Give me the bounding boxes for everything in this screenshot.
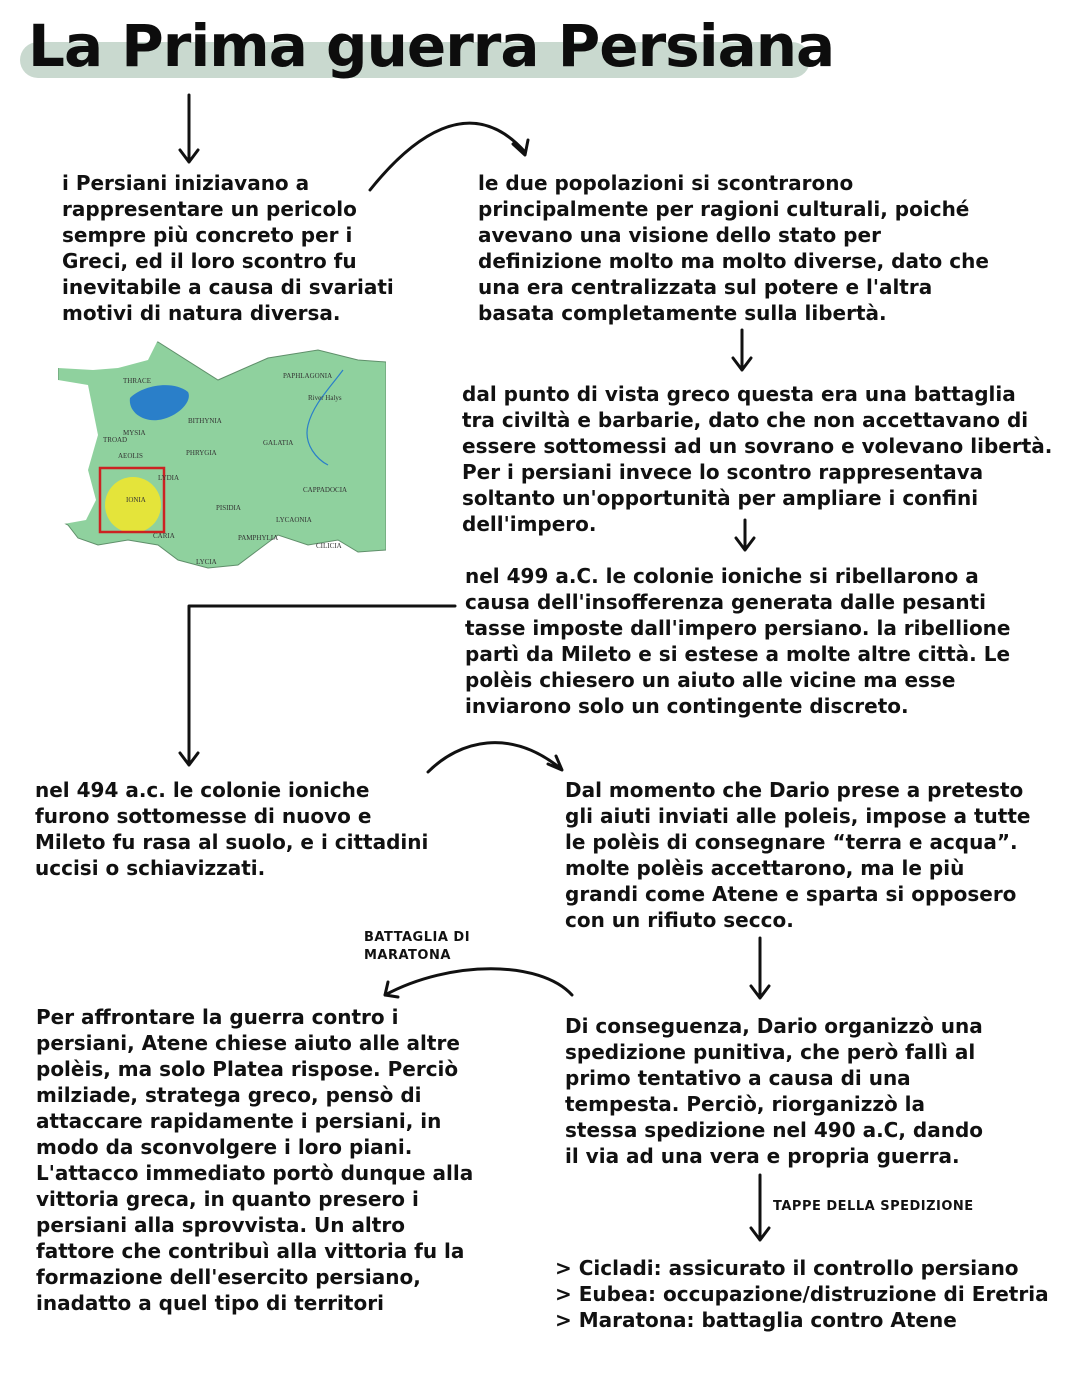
- arrow-dario-to-expedition: [749, 936, 771, 1000]
- arrow-expedition-to-marathon: [383, 967, 574, 999]
- map-label: CARIA: [153, 532, 175, 540]
- map-label: PHRYGIA: [186, 449, 217, 457]
- page-title: La Prima guerra Persiana: [28, 12, 835, 80]
- map-label: CILICIA: [316, 542, 342, 550]
- ionia-highlight: [105, 477, 161, 533]
- arrow-494-to-dario: [426, 741, 564, 774]
- map-label: PISIDIA: [216, 504, 241, 512]
- map-label: GALATIA: [263, 439, 293, 447]
- label-battle-marathon: BATTAGLIA DI MARATONA: [364, 930, 471, 963]
- map-label: LYCIA: [196, 558, 217, 566]
- map-label: River Halys: [308, 394, 342, 402]
- text-intro: i Persiani iniziavano a rappresentare un…: [62, 171, 394, 325]
- map-label: LYCAONIA: [276, 516, 312, 524]
- arrow-intro-to-culture: [368, 121, 530, 192]
- river-halys: [306, 369, 344, 466]
- map-label: MYSIA: [123, 429, 146, 437]
- arrow-greek-to-revolt: [734, 518, 756, 552]
- map-label: PAPHLAGONIA: [283, 372, 332, 380]
- arrow-culture-to-greek: [731, 328, 753, 372]
- arrow-revolt-to-494: [178, 604, 457, 767]
- map-label: AEOLIS: [118, 452, 143, 460]
- text-submission-494: nel 494 a.c. le colonie ioniche furono s…: [35, 778, 429, 880]
- map-label: BITHYNIA: [188, 417, 222, 425]
- text-expedition: Di conseguenza, Dario organizzò una sped…: [565, 1014, 984, 1168]
- text-marathon: Per affrontare la guerra contro i persia…: [36, 1005, 474, 1315]
- map-label: IONIA: [126, 496, 146, 504]
- marmara-sea: [129, 385, 189, 421]
- arrow-title-to-intro: [178, 93, 200, 164]
- step-item: Eubea: occupazione/distruzione di Eretri…: [555, 1281, 1049, 1307]
- map-sea: [58, 340, 158, 370]
- text-greek-view: dal punto di vista greco questa era una …: [462, 382, 1053, 536]
- map-anatolia: THRACE PAPHLAGONIA River Halys BITHYNIA …: [58, 340, 386, 580]
- text-culture: le due popolazioni si scontrarono princi…: [478, 171, 989, 325]
- expedition-steps-list: Cicladi: assicurato il controllo persian…: [555, 1255, 1049, 1333]
- title-highlight: [20, 42, 810, 78]
- label-expedition-steps: TAPPE DELLA SPEDIZIONE: [773, 1199, 974, 1214]
- aegean-coast: [58, 380, 98, 525]
- step-item: Cicladi: assicurato il controllo persian…: [555, 1255, 1049, 1281]
- map-label: PAMPHYLIA: [238, 534, 278, 542]
- map-label: CAPPADOCIA: [303, 486, 347, 494]
- map-label: TROAD: [103, 436, 127, 444]
- step-item: Maratona: battaglia contro Atene: [555, 1307, 1049, 1333]
- text-revolt-499: nel 499 a.C. le colonie ioniche si ribel…: [465, 564, 1011, 718]
- ionia-frame: [98, 466, 166, 534]
- map-label: THRACE: [123, 377, 151, 385]
- text-dario-pretext: Dal momento che Dario prese a pretesto g…: [565, 778, 1031, 932]
- map-label: LYDIA: [158, 474, 179, 482]
- arrow-expedition-to-steps: [749, 1173, 771, 1242]
